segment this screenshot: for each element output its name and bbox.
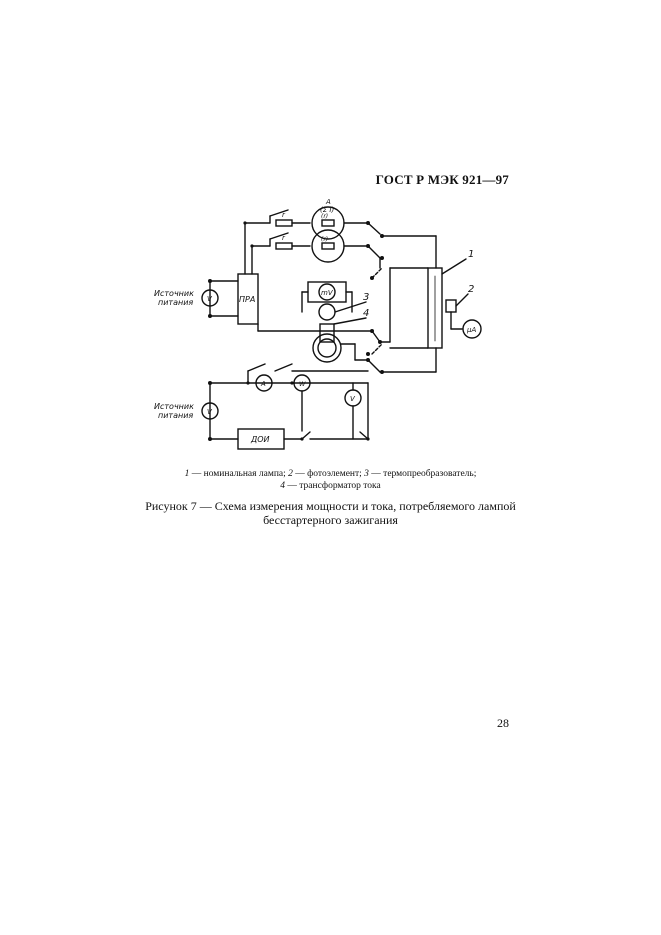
legend-item1-num: 1 [184,469,190,479]
legend-item3-text: — термопреобразователь; [368,469,477,479]
page-number: 28 [497,716,509,730]
callout-4: 4 [363,308,369,319]
ammeter-top-lower [311,229,345,263]
ammeter-bottom [255,374,273,392]
legend-item2-num: 2 [288,469,293,479]
caption-line-1: Рисунок 7 — Схема измерения мощности и т… [145,499,516,513]
voltmeter-bottom-right-label: V [350,395,356,403]
microammeter-label: μA [466,326,476,334]
ballast-box [237,273,259,325]
figure-caption: Рисунок 7 — Схема измерения мощности и т… [0,499,661,527]
wattmeter-label: W [299,380,306,388]
figure-legend: 1 — номинальная лампа; 2 — фотоэлемент; … [0,468,661,492]
legend-item2-text: — фотоэлемент; [292,469,365,479]
photocell [445,299,457,313]
callout-1: 1 [468,249,474,260]
callout-2: 2 [468,284,474,295]
circuit-diagram: Источник питания Источник питания ПРА A … [154,198,482,450]
ballast-label: ПРА [239,295,255,304]
resistor-r1-label: r [282,211,286,219]
voltmeter-source-bottom-label: V [207,408,213,416]
caption-line-2: бесстартерного зажигания [263,513,398,527]
legend-item1-text: — номинальная лампа; [189,469,289,479]
ammeter-bottom-label: A [260,380,266,388]
voltmeter-source-bottom [201,402,219,420]
meter-top-sub-label: (Σ I) [320,206,334,214]
meter-top-label: A [325,198,331,206]
legend-item4-num: 4 [280,481,286,491]
voltmeter-source-top [201,289,219,307]
legend-item4-text: — трансформатор тока [285,481,381,491]
thermoconverter [318,303,336,321]
voltmeter-source-top-label: V [207,295,213,303]
resistor-r2-label: r [282,234,286,242]
source-top-label-2: питания [158,298,193,307]
source-bottom-label-2: питания [158,411,193,420]
inner-r1-label: (r) [321,213,328,220]
resistor-r1 [275,219,293,227]
current-transformer [319,323,335,343]
inner-r2-label: (r) [321,236,328,243]
legend-line-1: 1 — номинальная лампа; 2 — фотоэлемент; … [0,468,661,480]
legend-item3-num: 3 [364,469,369,479]
millivoltmeter-label: mV [321,289,334,297]
microammeter [462,319,482,339]
standard-header: ГОСТ Р МЭК 921—97 [375,172,509,187]
doi-label: ДОИ [250,435,270,444]
legend-line-2: 4 — трансформатор тока [0,480,661,492]
resistor-r2 [275,242,293,250]
nominal-lamp [427,267,443,349]
source-bottom-label-1: Источник [154,402,194,411]
source-top-label-1: Источник [154,289,194,298]
callout-3: 3 [363,292,369,303]
